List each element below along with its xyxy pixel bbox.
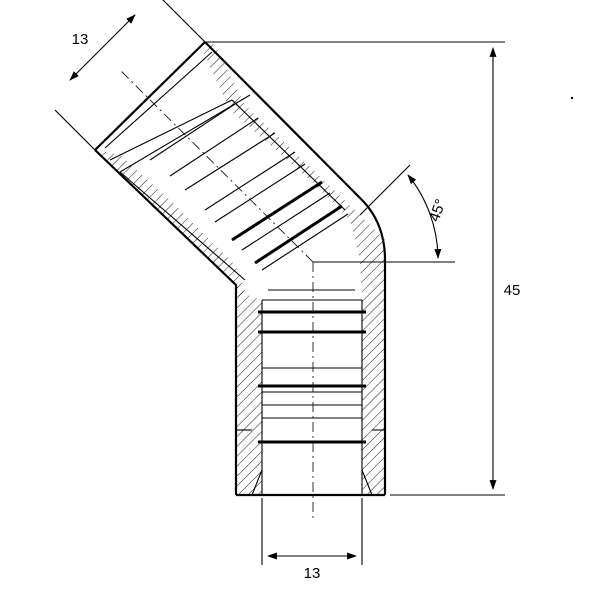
height-dimension: 45 xyxy=(205,41,521,496)
angle-label: 45° xyxy=(426,197,450,224)
lower-bore-details xyxy=(236,289,385,496)
bottom-diameter-dimension: 13 xyxy=(261,498,363,582)
center-lines xyxy=(119,69,455,520)
angle-dimension: 45° xyxy=(359,164,450,259)
fitting-outline xyxy=(94,41,387,497)
stray-dot xyxy=(570,96,574,100)
top-diameter-dimension: 13 xyxy=(54,0,206,151)
bottom-diameter-label: 13 xyxy=(304,565,321,582)
height-label: 45 xyxy=(504,282,521,299)
section-hatching xyxy=(95,42,385,495)
top-diameter-label: 13 xyxy=(72,31,89,48)
upper-bore-details xyxy=(104,51,349,281)
